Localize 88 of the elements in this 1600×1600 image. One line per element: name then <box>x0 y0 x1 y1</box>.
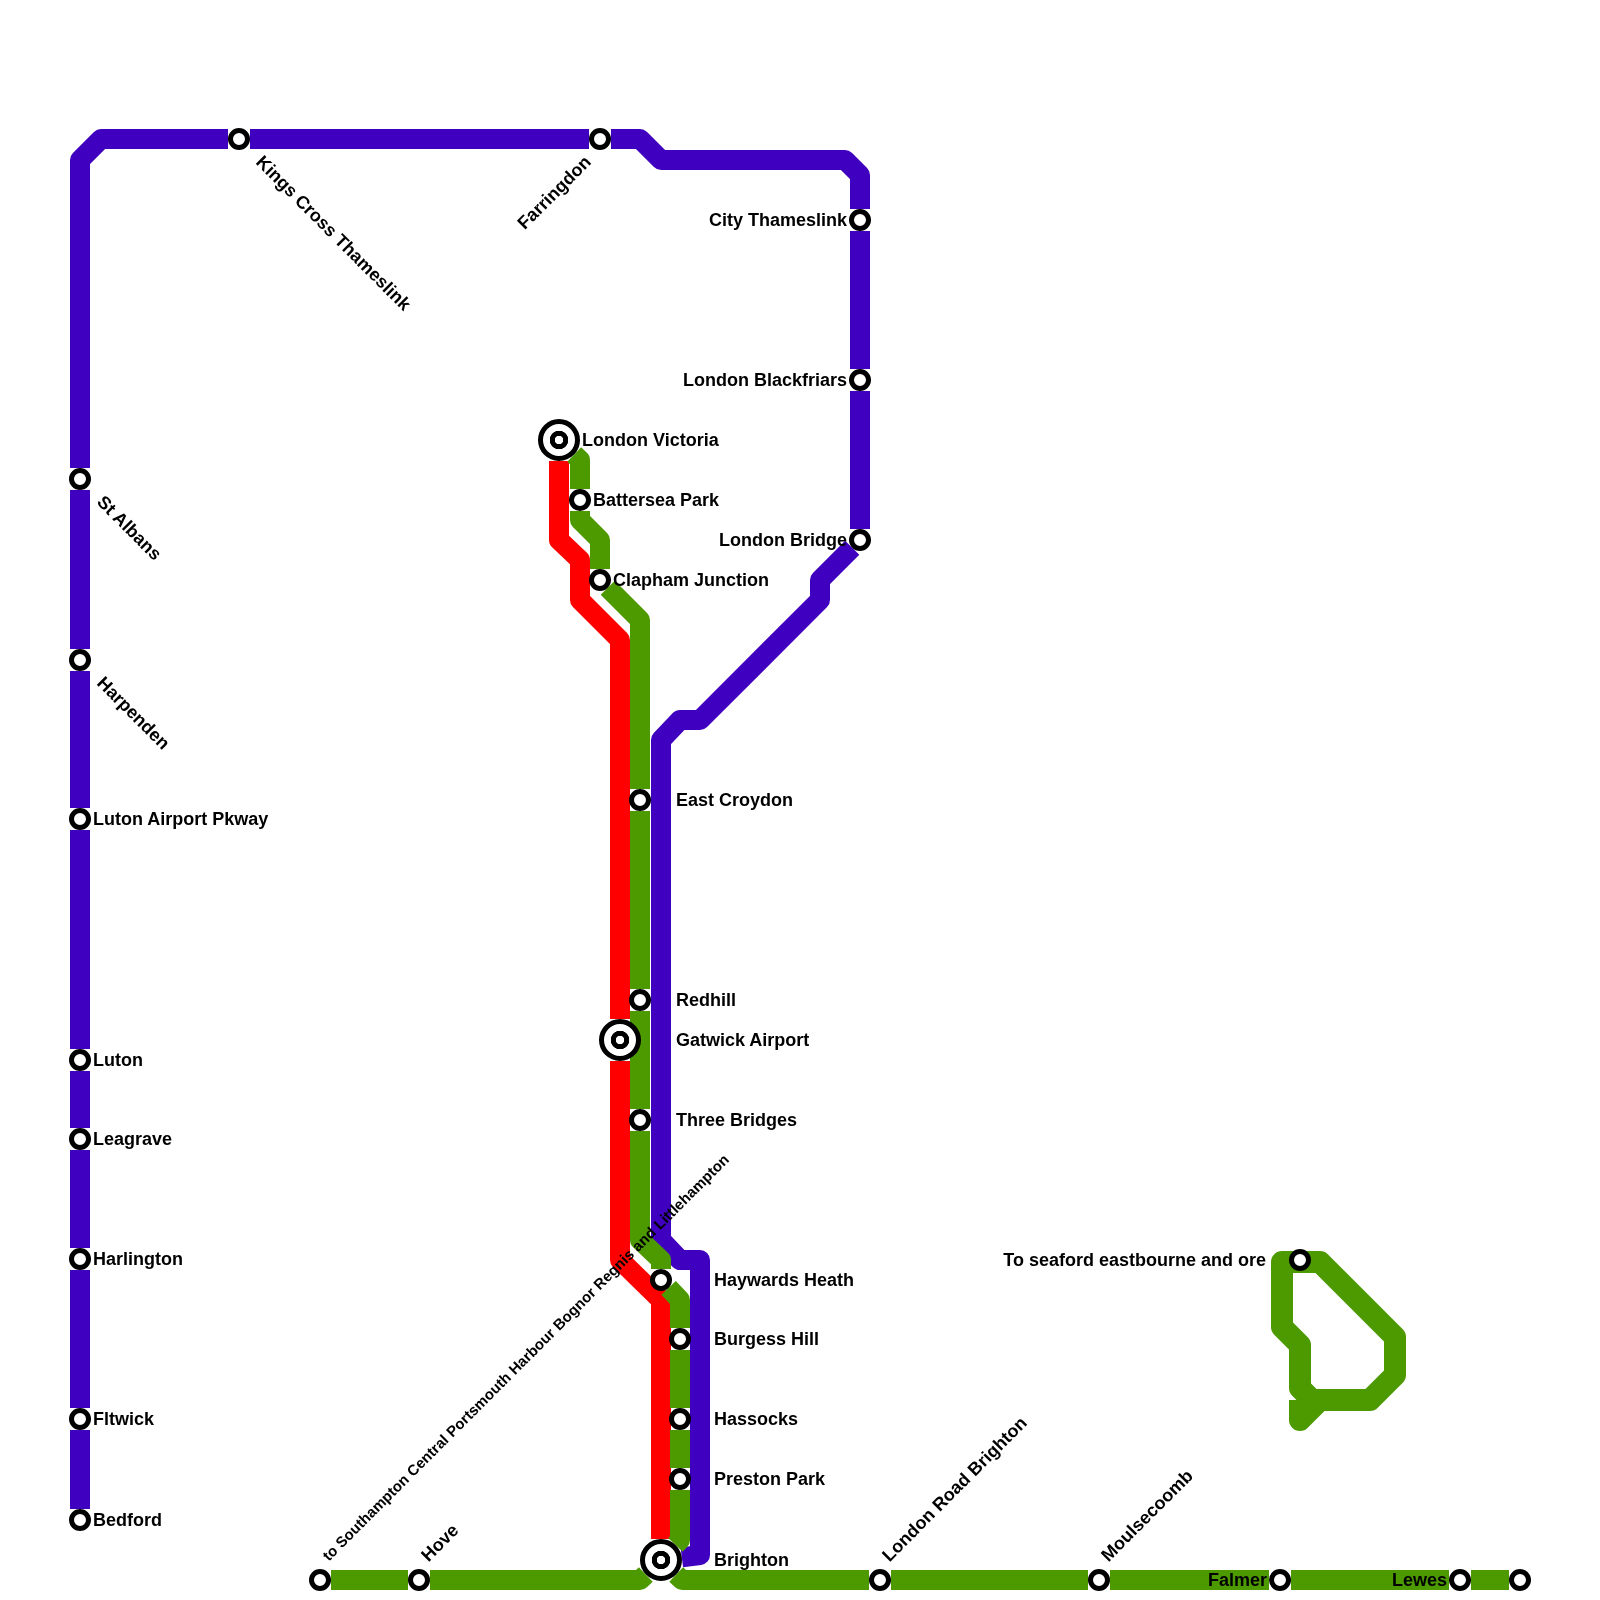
station-marker <box>228 128 250 150</box>
rail-line <box>70 1270 90 1408</box>
rail-line <box>600 580 650 789</box>
station-name: Luton <box>93 1049 143 1071</box>
rail-line <box>1291 1570 1449 1590</box>
station-name: Burgess Hill <box>714 1328 820 1350</box>
station-name: Preston Park <box>714 1468 826 1490</box>
station-marker <box>869 1569 891 1591</box>
rail-line <box>661 1281 690 1328</box>
rail-line <box>70 129 228 468</box>
station-name: Luton Airport Pkway <box>93 808 269 830</box>
rail-line <box>250 129 589 149</box>
station-marker <box>849 529 871 551</box>
station-marker <box>589 128 611 150</box>
station-marker <box>589 569 611 591</box>
rail-line <box>630 1131 671 1270</box>
rail-line <box>610 1061 671 1539</box>
station-marker <box>849 369 871 391</box>
interchange-station-marker <box>599 1019 641 1061</box>
station-name: Bedford <box>93 1509 162 1531</box>
station-marker <box>669 1468 691 1490</box>
station-name: Fltwick <box>93 1408 154 1430</box>
rail-line <box>70 1071 90 1128</box>
station-name: London Blackfriars <box>682 369 847 391</box>
station-name: East Croydon <box>676 789 794 811</box>
rail-line <box>669 1567 869 1590</box>
station-name: Battersea Park <box>593 489 720 511</box>
station-name: Lewes <box>1391 1569 1447 1591</box>
station-name: Brighton <box>714 1549 789 1571</box>
rail-line <box>850 231 870 369</box>
station-name: Three Bridges <box>676 1109 798 1131</box>
station-name: London Victoria <box>582 429 719 451</box>
rail-line <box>549 461 630 1019</box>
rail-line <box>70 830 90 1049</box>
station-marker <box>69 649 91 671</box>
station-marker <box>1289 1249 1311 1271</box>
station-marker <box>629 989 651 1011</box>
station-name: Hassocks <box>714 1408 799 1430</box>
station-marker <box>1269 1569 1291 1591</box>
rail-line <box>891 1570 1088 1590</box>
rail-line <box>430 1567 653 1590</box>
station-marker <box>1509 1569 1531 1591</box>
rail-line <box>630 1011 650 1109</box>
rail-line <box>670 1350 690 1408</box>
station-marker <box>629 789 651 811</box>
interchange-station-marker <box>538 419 580 461</box>
station-marker <box>669 1328 691 1350</box>
rail-line <box>630 811 650 989</box>
station-marker <box>408 1569 430 1591</box>
rail-line <box>567 447 590 489</box>
station-name: City Thameslink <box>708 209 847 231</box>
rail-line <box>70 1150 90 1248</box>
station-marker <box>569 489 591 511</box>
station-marker <box>309 1569 331 1591</box>
station-name: Leagrave <box>93 1128 173 1150</box>
station-marker <box>69 1049 91 1071</box>
rail-line <box>70 490 90 649</box>
rail-line <box>668 1490 690 1552</box>
station-name: Haywards Heath <box>714 1269 855 1291</box>
station-name: Redhill <box>676 989 736 1011</box>
station-marker <box>849 209 871 231</box>
station-name: Gatwick Airport <box>676 1029 810 1051</box>
rail-line <box>570 510 610 569</box>
station-name: Harlington <box>93 1248 183 1270</box>
station-name: London Bridge <box>719 529 847 551</box>
station-marker <box>69 1408 91 1430</box>
station-marker <box>69 1128 91 1150</box>
rail-line <box>70 671 90 808</box>
station-name: Clapham Junction <box>613 569 769 591</box>
rail-line <box>670 1430 690 1468</box>
rail-line <box>1471 1570 1509 1590</box>
station-marker <box>1088 1569 1110 1591</box>
rail-line <box>850 391 870 529</box>
rail-line <box>1110 1570 1269 1590</box>
rail-line <box>651 540 860 1568</box>
station-name: Falmer <box>1207 1569 1267 1591</box>
station-marker <box>69 808 91 830</box>
station-marker <box>650 1269 672 1291</box>
station-marker <box>69 1248 91 1270</box>
station-marker <box>69 1509 91 1531</box>
rail-line <box>70 1430 90 1509</box>
station-name: To seaford eastbourne and ore <box>1003 1249 1266 1271</box>
station-marker <box>1449 1569 1471 1591</box>
rail-line <box>331 1570 408 1590</box>
rail-line <box>611 129 870 209</box>
station-marker <box>629 1109 651 1131</box>
station-marker <box>69 468 91 490</box>
station-marker <box>669 1408 691 1430</box>
